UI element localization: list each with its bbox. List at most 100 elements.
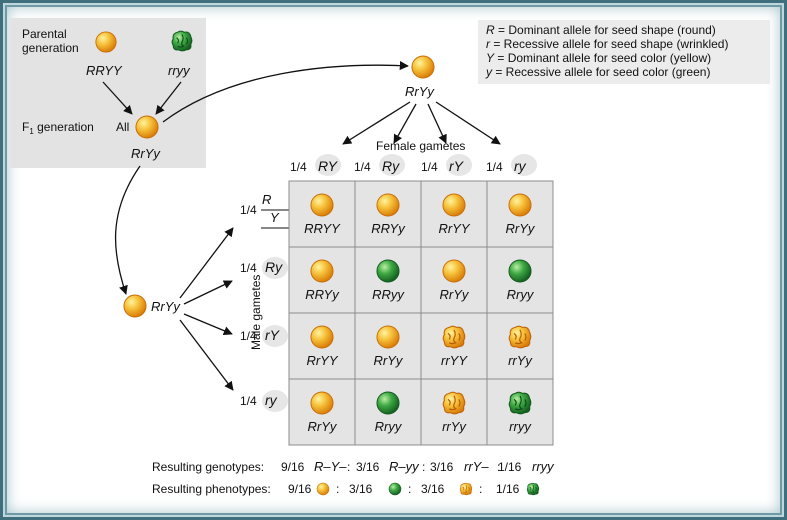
offspring-seed-icon — [508, 391, 532, 415]
offspring-seed-icon — [310, 193, 334, 217]
genotype-fraction: 3/16 — [356, 460, 380, 474]
parental-arrow-right — [155, 81, 182, 115]
parental-right-genotype: rryy — [168, 63, 191, 78]
female-gamete-bubble — [315, 154, 341, 176]
legend-symbol: Y — [486, 51, 495, 65]
offspring-genotype: RrYY — [306, 353, 338, 368]
genotype-result: R–yy — [389, 459, 420, 474]
female-parent-seed-icon — [411, 55, 435, 79]
punnett-cell: RrYy — [486, 180, 554, 248]
phenotype-seed-icon — [316, 482, 330, 496]
f1-label-main: F — [22, 120, 29, 134]
female-gamete-fraction: 1/4 — [354, 160, 371, 174]
punnett-cell: RrYy — [420, 246, 488, 314]
f1-all-label: All — [116, 120, 129, 134]
female-gamete-allele: rY — [449, 158, 465, 174]
genotype-result: rrY– — [464, 459, 489, 474]
genotypes-label: Resulting genotypes: — [152, 460, 264, 474]
offspring-genotype: rrYy — [442, 419, 467, 434]
genotype-result: R–Y– — [314, 459, 347, 474]
offspring-genotype: RRyy — [372, 287, 405, 302]
offspring-genotype: rryy — [509, 419, 532, 434]
parental-arrow-left — [102, 81, 133, 115]
offspring-seed-icon — [442, 193, 466, 217]
offspring-seed-icon — [310, 259, 334, 283]
punnett-cell: RrYY — [288, 312, 356, 380]
genotype-result: rryy — [532, 459, 555, 474]
phenotype-fraction: 1/16 — [496, 482, 520, 496]
offspring-seed-icon — [442, 391, 466, 415]
parental-yellow-seed-icon — [95, 31, 117, 53]
offspring-seed-icon — [508, 259, 532, 283]
parental-title-line1: Parental — [22, 27, 67, 41]
male-gamete-bubble — [262, 390, 288, 412]
male-parent-seed-icon — [123, 294, 147, 318]
punnett-cell: RrYY — [420, 180, 488, 248]
female-gamete-fraction: 1/4 — [290, 160, 307, 174]
punnett-cell: RrYy — [354, 312, 422, 380]
f1-to-male-arrow — [114, 165, 141, 295]
phenotype-separator: : — [408, 482, 411, 496]
legend-text: = Recessive allele for seed color (green… — [492, 65, 710, 79]
punnett-cell: Rryy — [486, 246, 554, 314]
female-arrow-4 — [435, 101, 501, 145]
male-arrow-2 — [183, 280, 233, 305]
punnett-cell: rrYY — [420, 312, 488, 380]
male-arrow-4 — [179, 319, 234, 391]
male-gamete-allele: Ry — [265, 259, 283, 275]
offspring-seed-icon — [376, 325, 400, 349]
legend: R = Dominant allele for seed shape (roun… — [485, 23, 728, 79]
legend-symbol: R — [486, 23, 495, 37]
female-gamete-bubble — [446, 154, 472, 176]
offspring-genotype: RrYy — [374, 353, 404, 368]
punnett-cell: RRYY — [288, 180, 356, 248]
parental-green-wrinkled-seed-icon — [171, 30, 193, 52]
genotype-fraction: 3/16 — [430, 460, 454, 474]
f1-label-rest: generation — [34, 120, 94, 134]
f1-to-female-arrow — [162, 61, 409, 123]
female-arrow-2 — [393, 103, 417, 144]
phenotype-results: 9/16:3/16:3/16:1/16 — [288, 482, 540, 496]
punnett-cell: rrYy — [486, 312, 554, 380]
male-gamete-1-top: R — [262, 192, 271, 207]
legend-row-4: y = Recessive allele for seed color (gre… — [485, 65, 710, 79]
offspring-genotype: RRYy — [371, 221, 406, 236]
punnett-cell: RRYy — [354, 180, 422, 248]
offspring-seed-icon — [508, 325, 532, 349]
punnett-cell: rrYy — [420, 378, 488, 446]
offspring-seed-icon — [442, 259, 466, 283]
offspring-seed-icon — [310, 325, 334, 349]
male-arrow-1 — [179, 227, 234, 299]
offspring-genotype: Rryy — [507, 287, 535, 302]
female-gamete-fraction: 1/4 — [421, 160, 438, 174]
legend-row-3: Y = Dominant allele for seed color (yell… — [486, 51, 711, 65]
male-gamete-allele: rY — [265, 327, 281, 343]
male-gametes-label: Male gametes — [249, 275, 263, 350]
offspring-genotype: RRYy — [305, 287, 340, 302]
female-gamete-allele: Ry — [382, 158, 400, 174]
punnett-cell: RRyy — [354, 246, 422, 314]
offspring-genotype: RrYy — [506, 221, 536, 236]
phenotype-fraction: 3/16 — [421, 482, 445, 496]
legend-symbol: y — [485, 65, 493, 79]
genotype-separator: : — [497, 460, 500, 474]
offspring-genotype: Rryy — [375, 419, 403, 434]
male-gamete-fraction: 1/4 — [240, 261, 257, 275]
phenotype-seed-icon — [526, 482, 540, 496]
female-gamete-bubble — [379, 154, 405, 176]
female-gamete-allele: RY — [318, 158, 339, 174]
punnett-cell: RRYy — [288, 246, 356, 314]
female-gamete-allele: ry — [514, 158, 527, 174]
parental-left-genotype: RRYY — [86, 63, 123, 78]
legend-text: = Recessive allele for seed shape (wrink… — [490, 37, 728, 51]
female-parent-genotype: RrYy — [405, 84, 435, 99]
male-gamete-1-fraction: 1/4 — [240, 203, 257, 217]
f1-seed-icon — [135, 115, 159, 139]
legend-text: = Dominant allele for seed color (yellow… — [494, 51, 711, 65]
genotype-separator: : — [422, 460, 425, 474]
legend-box — [478, 20, 770, 84]
